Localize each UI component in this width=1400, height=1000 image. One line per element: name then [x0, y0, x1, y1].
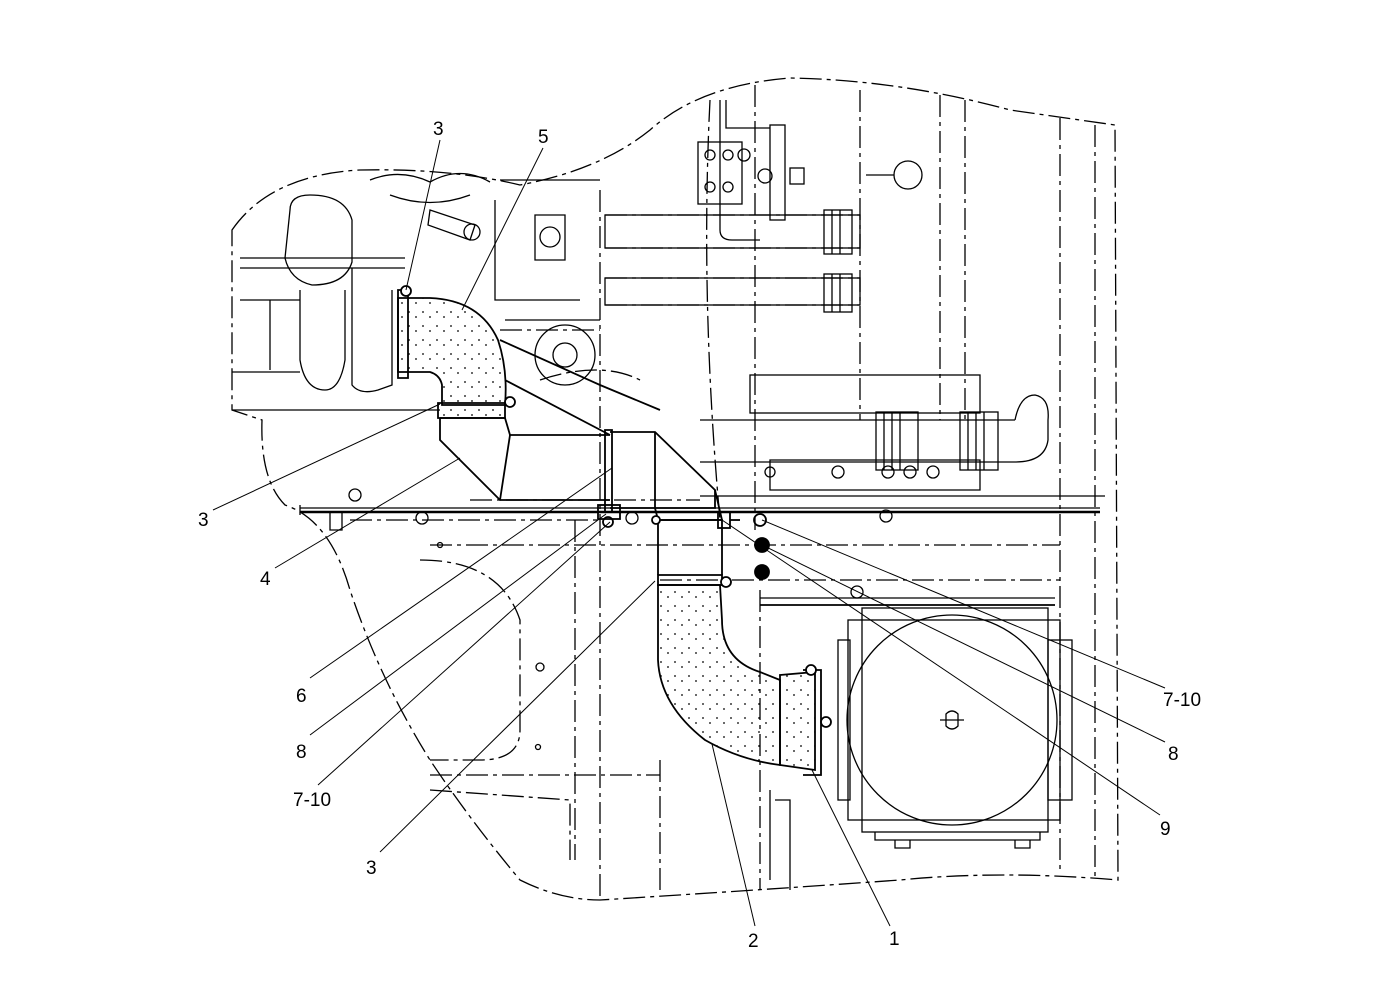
leader-7-10-left [317, 521, 611, 786]
lower-hose-part-2 [657, 519, 832, 776]
callout-6: 6 [296, 686, 307, 707]
frame-structure [232, 100, 1105, 890]
phantom-outline [231, 77, 1119, 901]
callout-2: 2 [748, 931, 759, 952]
callout-8-left: 8 [296, 742, 307, 763]
leader-3-left [212, 403, 441, 511]
callout-1: 1 [889, 929, 900, 950]
leader-8-left [309, 513, 607, 736]
callout-3-left: 3 [198, 510, 209, 531]
leader-8-right [761, 544, 1166, 743]
leader-7-10-right [761, 519, 1166, 689]
callout-labels: 3 5 3 4 6 8 7-10 3 2 1 9 8 7-10 [198, 119, 1201, 952]
callout-7-10-right: 7-10 [1163, 690, 1201, 711]
callout-5: 5 [538, 127, 549, 148]
callout-9: 9 [1160, 819, 1171, 840]
leader-3-top [405, 139, 441, 291]
callout-3-top: 3 [433, 119, 444, 140]
leader-2 [711, 743, 756, 927]
upper-hose-part-5 [397, 285, 516, 419]
leader-1 [811, 769, 891, 927]
leader-5 [461, 147, 544, 311]
callout-3-bottom: 3 [366, 858, 377, 879]
leader-4 [274, 457, 461, 569]
leader-9 [721, 519, 1161, 816]
callout-4: 4 [260, 569, 271, 590]
callout-7-10-left: 7-10 [293, 790, 331, 811]
leader-3-bottom [379, 580, 656, 853]
callout-8-right: 8 [1168, 744, 1179, 765]
air-cleaner [837, 607, 1073, 849]
leader-lines [212, 139, 1166, 927]
leader-6 [309, 467, 613, 679]
duct-part-4-6 [439, 339, 770, 580]
